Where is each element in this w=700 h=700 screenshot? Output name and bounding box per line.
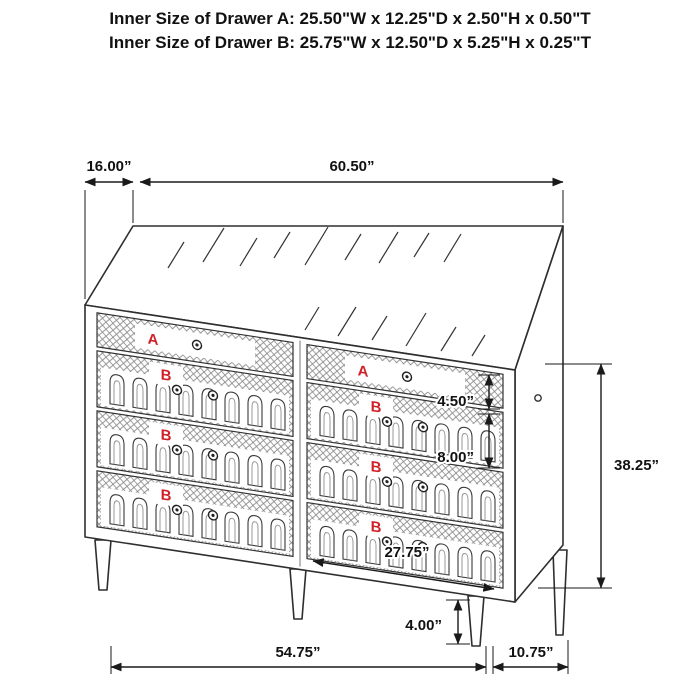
dresser-front-face: A B B xyxy=(84,304,516,603)
dresser-leg-front-right xyxy=(467,595,485,647)
dim-leg-height-value: 4.00” xyxy=(405,617,442,634)
top-grain-marks-front xyxy=(304,306,486,357)
dim-top-width: 60.50” xyxy=(139,156,564,223)
drawer-knob xyxy=(171,444,183,456)
drawer-a-left: A xyxy=(96,312,294,378)
drawer-knob xyxy=(381,415,393,428)
drawer-knob xyxy=(417,421,429,434)
drawer-b-right-2: B xyxy=(306,441,504,529)
drawer-b-left-2-label: B xyxy=(161,427,172,446)
dim-top-width-value: 60.50” xyxy=(329,158,374,175)
dresser: A B B xyxy=(84,225,568,647)
drawer-a-right-label: A xyxy=(358,362,369,381)
drawer-b-size-text: Inner Size of Drawer B: 25.75"W x 12.50"… xyxy=(109,33,592,52)
dim-leg-height: 4.00” xyxy=(403,599,470,645)
dim-bottom-width: 54.75” xyxy=(110,642,487,674)
top-grain-marks-back xyxy=(167,226,462,269)
drawer-a-left-label: A xyxy=(148,331,159,350)
dim-drawer-a-height: 4.50” xyxy=(435,374,500,412)
drawer-knob xyxy=(191,339,203,351)
drawer-knob xyxy=(207,389,219,402)
drawer-knob xyxy=(401,370,413,383)
drawer-b-left-1: B xyxy=(96,350,294,438)
drawer-knob xyxy=(171,504,183,516)
dim-drawer-a-height-value: 4.50” xyxy=(437,393,474,410)
dim-height: 38.25” xyxy=(538,363,661,589)
side-cam-dot xyxy=(534,394,542,402)
dim-drawer-width-value: 27.75” xyxy=(384,544,429,561)
dresser-leg-back-right xyxy=(552,549,568,636)
dim-bottom-width-value: 54.75” xyxy=(275,644,320,661)
dim-drawer-b-height: 8.00” xyxy=(435,413,500,469)
drawer-b-right-2-label: B xyxy=(371,458,382,477)
drawer-knob xyxy=(381,475,393,488)
drawer-b-right-1-label: B xyxy=(371,398,382,417)
dim-drawer-b-height-value: 8.00” xyxy=(437,449,474,466)
drawer-a-size-text: Inner Size of Drawer A: 25.50"W x 12.25"… xyxy=(109,9,591,28)
drawer-knob xyxy=(417,481,429,494)
dim-height-value: 38.25” xyxy=(614,457,659,474)
drawer-b-left-2: B xyxy=(96,410,294,498)
dim-drawer-width: 27.75” xyxy=(312,542,495,592)
drawer-a-right: A xyxy=(306,343,504,409)
drawer-b-left-3-label: B xyxy=(161,487,172,506)
drawer-knob xyxy=(171,384,183,396)
drawer-b-right-3-label: B xyxy=(371,518,382,537)
dim-bottom-depth-value: 10.75” xyxy=(508,644,553,661)
drawer-b-left-3: B xyxy=(96,470,294,558)
dresser-leg-front-left xyxy=(94,539,112,591)
dim-top-depth: 16.00” xyxy=(84,156,134,299)
dresser-leg-front-middle xyxy=(289,568,307,620)
drawer-knob xyxy=(207,449,219,462)
drawer-b-right-1: B xyxy=(306,381,504,469)
dim-top-depth-value: 16.00” xyxy=(86,158,131,175)
dim-bottom-depth: 10.75” xyxy=(492,640,569,674)
drawer-b-left-1-label: B xyxy=(161,367,172,386)
drawer-knob xyxy=(207,509,219,522)
